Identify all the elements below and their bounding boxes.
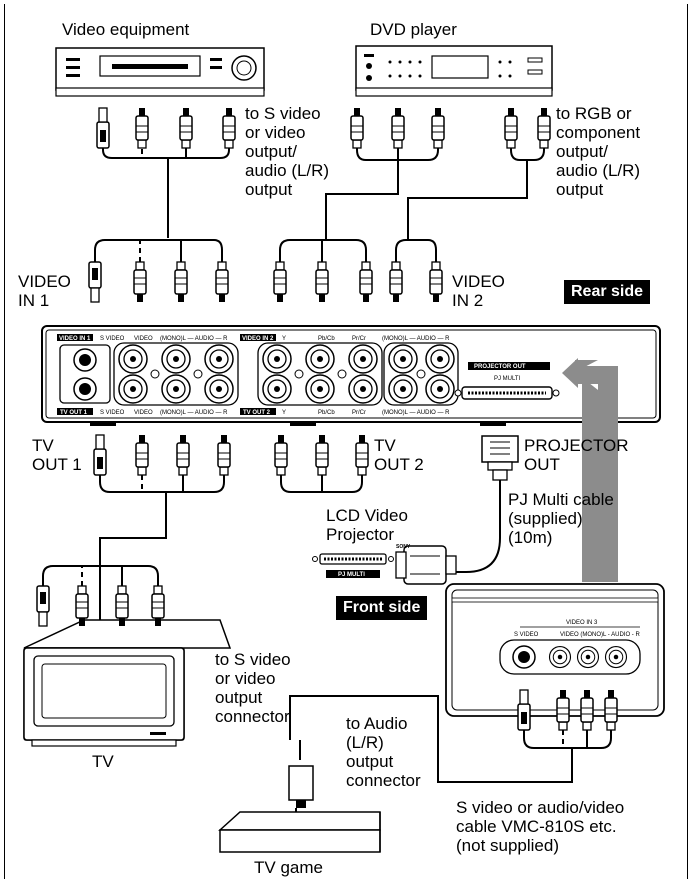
- svg-text:VIDEO: VIDEO: [134, 410, 153, 416]
- tv-device: [23, 619, 232, 747]
- dvd-player-label: DVD player: [370, 20, 457, 39]
- svg-text:PJ MULTI: PJ MULTI: [494, 376, 521, 382]
- svg-text:SONY: SONY: [396, 544, 411, 550]
- svg-text:S VIDEO: S VIDEO: [100, 410, 125, 416]
- dvd-device: [355, 45, 553, 97]
- top-cables: [94, 140, 545, 262]
- projector-port: PJ MULTI: [312, 553, 394, 578]
- svg-text:Y: Y: [282, 410, 286, 416]
- svg-text:PJ MULTI: PJ MULTI: [338, 572, 365, 578]
- svg-text:VIDEO IN 2: VIDEO IN 2: [242, 336, 274, 342]
- svg-text:VIDEO IN 1: VIDEO IN 1: [59, 336, 91, 342]
- signal-arrow: [562, 358, 618, 582]
- svg-text:VIDEO: VIDEO: [134, 336, 153, 342]
- svg-text:(MONO)L — AUDIO — R: (MONO)L — AUDIO — R: [160, 336, 228, 342]
- pj-multi-connector: [481, 435, 519, 481]
- dvd-plugs: [350, 107, 551, 149]
- svg-text:VIDEO (MONO)L - AUDIO - R: VIDEO (MONO)L - AUDIO - R: [560, 632, 640, 638]
- front-panel: VIDEO IN 3 S VIDEO VIDEO (MONO)L - AUDIO…: [445, 583, 665, 717]
- rear-side-badge: Rear side: [564, 280, 651, 304]
- pj-multi-plug: SONY: [395, 544, 457, 585]
- vcr-plugs: [96, 107, 236, 149]
- page-frame: [4, 4, 688, 879]
- front-side-badge: Front side: [336, 596, 428, 620]
- svg-text:Pb/Cb: Pb/Cb: [318, 336, 335, 342]
- input-plugs: [88, 261, 443, 303]
- tv-out-plugs: [93, 434, 369, 476]
- svg-text:S VIDEO: S VIDEO: [100, 336, 125, 342]
- svg-text:(MONO)L — AUDIO — R: (MONO)L — AUDIO — R: [382, 410, 450, 416]
- svg-text:Pr/Cr: Pr/Cr: [352, 410, 366, 416]
- svg-text:TV OUT 2: TV OUT 2: [243, 410, 271, 416]
- tv-game-label: TV game: [254, 858, 323, 877]
- svg-text:PROJECTOR OUT: PROJECTOR OUT: [474, 364, 526, 370]
- pj-multi-cable-label: PJ Multi cable(supplied)(10m): [508, 490, 614, 547]
- svg-text:(MONO)L — AUDIO — R: (MONO)L — AUDIO — R: [160, 410, 228, 416]
- video-equipment-label: Video equipment: [62, 20, 190, 39]
- svg-text:Y: Y: [282, 336, 286, 342]
- svg-text:Pb/Cb: Pb/Cb: [318, 410, 335, 416]
- svg-text:Pr/Cr: Pr/Cr: [352, 336, 366, 342]
- svg-text:TV OUT 1: TV OUT 1: [60, 410, 88, 416]
- svg-text:(MONO)L — AUDIO — R: (MONO)L — AUDIO — R: [382, 336, 450, 342]
- vcr-device: [55, 47, 265, 97]
- rear-panel: VIDEO IN 1 S VIDEO VIDEO (MONO)L — AUDIO…: [41, 325, 661, 426]
- svg-text:VIDEO IN 3: VIDEO IN 3: [566, 620, 598, 626]
- tv-label: TV: [92, 752, 114, 771]
- tv-game-device: [218, 765, 381, 853]
- svg-text:S VIDEO: S VIDEO: [514, 632, 539, 638]
